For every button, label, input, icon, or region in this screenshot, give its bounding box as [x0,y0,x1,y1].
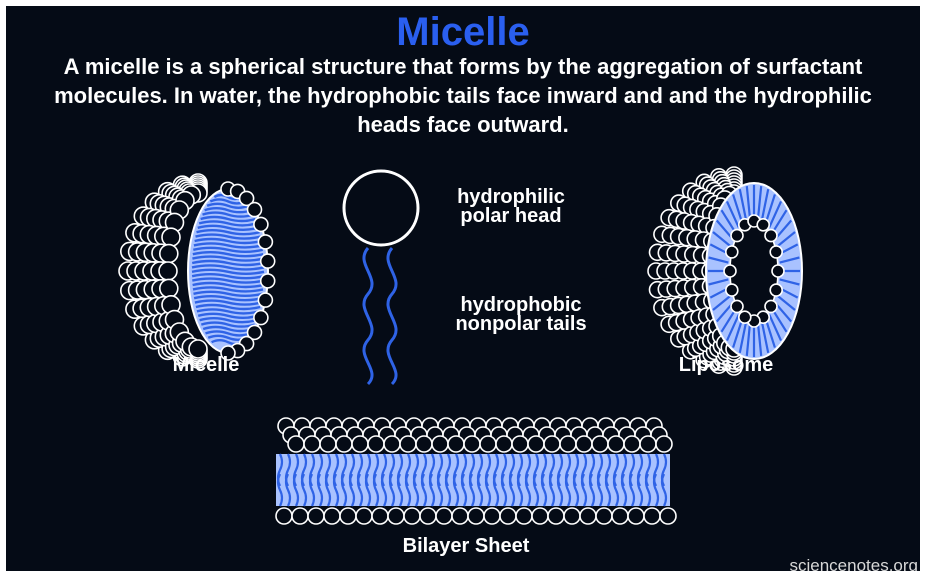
head-circle [258,293,272,307]
liposome-label: Liposome [646,354,806,377]
head-circle [292,508,308,524]
head-circle [432,436,448,452]
head-circle [528,436,544,452]
head-circle [254,217,268,231]
head-circle [640,436,656,452]
surfactant-molecule [344,171,418,384]
head-circle [770,284,782,296]
head-circle [464,436,480,452]
head-circle [757,219,769,231]
source-credit: sciencenotes.org [746,556,918,571]
head-circle [261,254,275,268]
polar-head-circle [344,171,418,245]
head-circle [420,508,436,524]
head-circle [336,436,352,452]
head-circle [560,436,576,452]
head-circle [308,508,324,524]
head-circle [544,436,560,452]
head-circle [592,436,608,452]
head-circle [580,508,596,524]
head-circle [724,265,736,277]
head-circle [416,436,432,452]
head-circle [388,508,404,524]
head-circle [160,245,178,263]
hydrophobic-tail-label: hydrophobic nonpolar tails [426,296,616,334]
micelle-illustration [119,174,275,368]
head-circle [304,436,320,452]
head-circle [739,311,751,323]
head-circle [765,230,777,242]
bilayer-sheet-illustration [276,418,676,524]
head-circle [624,436,640,452]
head-circle [612,508,628,524]
head-circle [162,228,180,246]
head-circle [731,300,743,312]
tail-label-line2: nonpolar tails [426,315,616,334]
head-circle [731,230,743,242]
bilayer-sheet-label: Bilayer Sheet [336,535,596,558]
head-circle [452,508,468,524]
head-circle [484,508,500,524]
head-circle [258,235,272,249]
head-label-line2: polar head [426,207,596,226]
head-circle [765,300,777,312]
head-circle [324,508,340,524]
head-circle [340,508,356,524]
head-circle [160,279,178,297]
nonpolar-tail [388,248,396,384]
head-circle [480,436,496,452]
head-circle [516,508,532,524]
head-circle [248,203,262,217]
head-circle [384,436,400,452]
head-circle [356,508,372,524]
head-circle [468,508,484,524]
head-circle [352,436,368,452]
head-circle [320,436,336,452]
description-text: A micelle is a spherical structure that … [46,52,880,139]
liposome-illustration [648,167,802,375]
nonpolar-tail [364,248,372,384]
head-circle [660,508,676,524]
head-circle [628,508,644,524]
head-circle [726,246,738,258]
head-circle [372,508,388,524]
head-circle [404,508,420,524]
head-circle [548,508,564,524]
head-circle [644,508,660,524]
head-circle [726,284,738,296]
head-circle [564,508,580,524]
head-circle [159,262,177,280]
page-title: Micelle [6,10,920,55]
head-circle [576,436,592,452]
head-circle [532,508,548,524]
head-circle [261,274,275,288]
head-circle [496,436,512,452]
head-circle [608,436,624,452]
head-circle [254,311,268,325]
head-circle [596,508,612,524]
head-circle [448,436,464,452]
hydrophilic-head-label: hydrophilic polar head [426,188,596,226]
head-circle [500,508,516,524]
head-circle [772,265,784,277]
head-circle [368,436,384,452]
head-circle [288,436,304,452]
head-circle [436,508,452,524]
diagram-panel: Micelle A micelle is a spherical structu… [6,6,920,571]
head-circle [512,436,528,452]
head-circle [770,246,782,258]
head-circle [656,436,672,452]
head-circle [400,436,416,452]
micelle-label: Micelle [126,354,286,377]
head-circle [276,508,292,524]
